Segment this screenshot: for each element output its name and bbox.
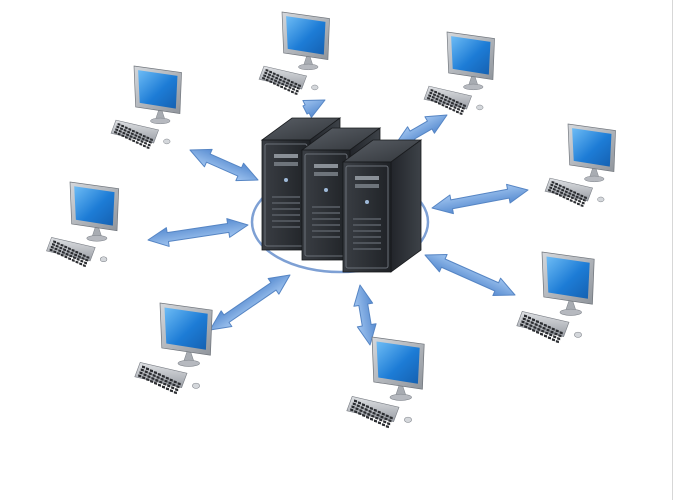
- arrow-top-center: [302, 99, 326, 118]
- keyboard-icon: [423, 85, 472, 116]
- desktop-computer-icon: [46, 181, 120, 268]
- screen: [451, 36, 491, 75]
- desktop-computer-icon: [423, 31, 495, 116]
- keyboard-icon: [110, 119, 159, 150]
- desktop-computer-icon: [258, 11, 330, 96]
- mouse-icon: [404, 416, 412, 423]
- connection-arrows: [147, 99, 529, 346]
- server-cluster: [260, 117, 423, 273]
- arrow-right-lower: [424, 253, 516, 297]
- screen: [376, 341, 420, 384]
- screen: [572, 128, 612, 167]
- screen: [286, 16, 326, 55]
- mouse-icon: [311, 84, 319, 91]
- desktop-computer-icon: [516, 251, 595, 344]
- arrow-bottom-center: [353, 284, 377, 346]
- desktop-computer-icon: [346, 336, 425, 429]
- arrow-lower-left: [209, 274, 291, 331]
- screen: [546, 256, 590, 299]
- keyboard-icon: [544, 177, 593, 208]
- keyboard-icon: [46, 237, 96, 268]
- workstations: [46, 11, 616, 429]
- mouse-icon: [163, 138, 171, 145]
- mouse-icon: [99, 256, 108, 263]
- server-rack-icon: [341, 139, 423, 273]
- arrow-left-middle: [147, 218, 249, 247]
- desktop-computer-icon: [134, 302, 213, 395]
- mouse-icon: [574, 331, 582, 338]
- keyboard-icon: [258, 65, 307, 96]
- mouse-icon: [597, 196, 605, 203]
- arrow-right-upper: [431, 183, 529, 215]
- screen: [74, 186, 115, 226]
- keyboard-icon: [516, 311, 570, 344]
- mouse-icon: [476, 104, 484, 111]
- mouse-icon: [192, 382, 200, 389]
- desktop-computer-icon: [110, 65, 182, 150]
- keyboard-icon: [134, 362, 188, 395]
- screen: [138, 70, 178, 109]
- screen: [164, 307, 208, 350]
- desktop-computer-icon: [544, 123, 616, 208]
- keyboard-icon: [346, 396, 400, 429]
- arrow-left-upper: [189, 148, 259, 182]
